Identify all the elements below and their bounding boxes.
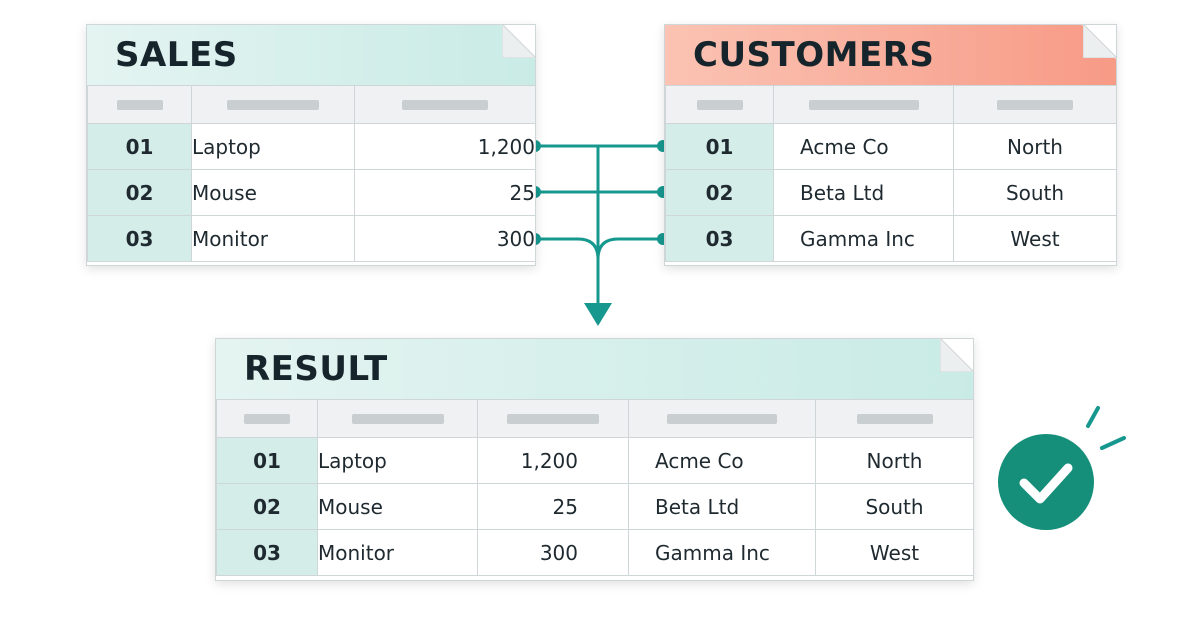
sales-table: SALES 01 Laptop 1,200 02 Mouse 25 03 Mon… [86, 24, 536, 266]
row-id: 02 [665, 169, 774, 216]
customer-name-cell: Beta Ltd [628, 483, 816, 530]
row-id: 03 [87, 215, 192, 262]
column-header-placeholder [953, 85, 1117, 124]
table-row: 01 Acme Co North [665, 123, 1117, 170]
row-id: 02 [87, 169, 192, 216]
row-id: 01 [665, 123, 774, 170]
column-header-placeholder [665, 85, 774, 124]
customers-column-headers [665, 85, 1117, 124]
check-circle-icon [998, 406, 1126, 530]
customer-name-cell: Acme Co [773, 123, 954, 170]
column-header-placeholder [354, 85, 536, 124]
result-column-headers [216, 399, 974, 438]
column-header-placeholder [815, 399, 974, 438]
region-cell: West [815, 529, 974, 576]
page-fold-icon [940, 338, 974, 372]
row-id: 03 [665, 215, 774, 262]
sales-header [87, 25, 535, 85]
result-table: RESULT 01 Laptop 1,200 Acme Co North 02 … [215, 338, 974, 581]
column-header-placeholder [477, 399, 629, 438]
result-grid: 01 Laptop 1,200 Acme Co North 02 Mouse 2… [216, 399, 974, 576]
arrow-down-icon [584, 303, 612, 326]
table-row: 01 Laptop 1,200 [87, 123, 536, 170]
table-row: 02 Mouse 25 [87, 169, 536, 216]
table-row: 03 Monitor 300 Gamma Inc West [216, 529, 974, 576]
column-header-placeholder [628, 399, 816, 438]
customers-table: CUSTOMERS 01 Acme Co North 02 Beta Ltd S… [664, 24, 1117, 266]
column-header-placeholder [317, 399, 478, 438]
sparkle-line [1100, 436, 1126, 450]
region-cell: West [953, 215, 1117, 262]
region-cell: South [953, 169, 1117, 216]
row-id: 03 [216, 529, 318, 576]
amount-cell: 1,200 [354, 123, 536, 170]
column-header-placeholder [87, 85, 192, 124]
table-row: 02 Mouse 25 Beta Ltd South [216, 483, 974, 530]
customers-title: CUSTOMERS [693, 35, 935, 75]
region-cell: North [953, 123, 1117, 170]
page-fold-icon [502, 24, 536, 58]
item-cell: Monitor [191, 215, 355, 262]
amount-cell: 300 [354, 215, 536, 262]
sales-grid: 01 Laptop 1,200 02 Mouse 25 03 Monitor 3… [87, 85, 536, 262]
customers-grid: 01 Acme Co North 02 Beta Ltd South 03 Ga… [665, 85, 1117, 262]
table-row: 03 Monitor 300 [87, 215, 536, 262]
customer-name-cell: Beta Ltd [773, 169, 954, 216]
table-row: 02 Beta Ltd South [665, 169, 1117, 216]
sales-column-headers [87, 85, 536, 124]
item-cell: Mouse [317, 483, 478, 530]
customer-name-cell: Gamma Inc [773, 215, 954, 262]
region-cell: South [815, 483, 974, 530]
row-id: 02 [216, 483, 318, 530]
item-cell: Laptop [317, 437, 478, 484]
row-id: 01 [216, 437, 318, 484]
sparkle-line [1086, 406, 1100, 428]
result-header [216, 339, 973, 399]
result-title: RESULT [244, 349, 388, 389]
amount-cell: 25 [354, 169, 536, 216]
item-cell: Laptop [191, 123, 355, 170]
row-id: 01 [87, 123, 192, 170]
page-fold-icon [1083, 24, 1117, 58]
customer-name-cell: Acme Co [628, 437, 816, 484]
customer-name-cell: Gamma Inc [628, 529, 816, 576]
sales-title: SALES [115, 35, 238, 75]
region-cell: North [815, 437, 974, 484]
column-header-placeholder [216, 399, 318, 438]
item-cell: Mouse [191, 169, 355, 216]
table-row: 01 Laptop 1,200 Acme Co North [216, 437, 974, 484]
column-header-placeholder [773, 85, 954, 124]
amount-cell: 25 [477, 483, 629, 530]
customers-header [665, 25, 1116, 85]
item-cell: Monitor [317, 529, 478, 576]
amount-cell: 1,200 [477, 437, 629, 484]
table-row: 03 Gamma Inc West [665, 215, 1117, 262]
column-header-placeholder [191, 85, 355, 124]
amount-cell: 300 [477, 529, 629, 576]
